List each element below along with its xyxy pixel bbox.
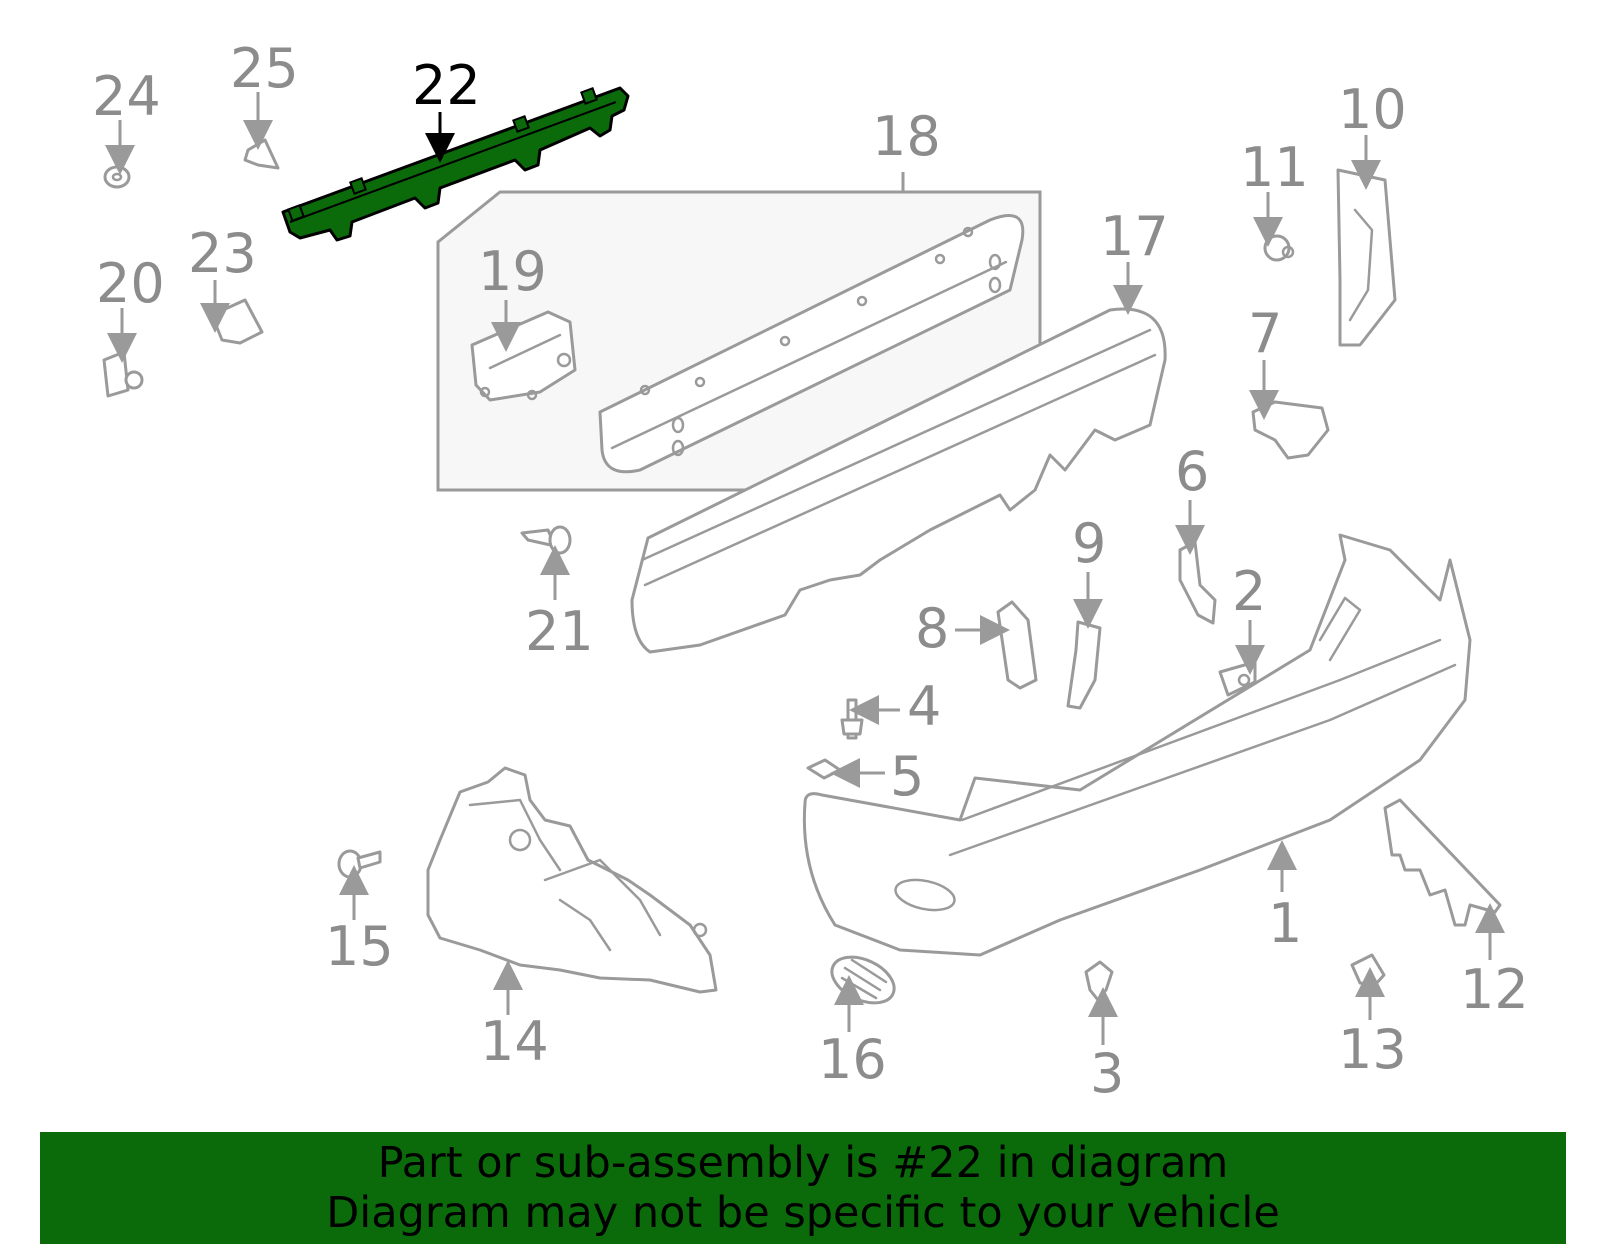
part-21-screw	[520, 525, 572, 555]
callout-labels: 1 2 3 4 5 6 7 8 9 10 11 12 13 14 15 16 1…	[92, 37, 1529, 1105]
callout-19: 19	[478, 240, 547, 303]
callout-21: 21	[525, 600, 594, 663]
part-16-grille	[830, 955, 896, 1005]
part-1-bumper-cover	[802, 533, 1472, 957]
part-24-nut	[103, 165, 131, 189]
part-3-clip	[1084, 960, 1114, 1002]
callout-4: 4	[907, 675, 941, 738]
banner-line-1: Part or sub-assembly is #22 in diagram	[377, 1138, 1229, 1188]
info-banner: Part or sub-assembly is #22 in diagram D…	[40, 1132, 1566, 1244]
part-14-liner	[426, 766, 718, 994]
callout-18: 18	[872, 105, 941, 168]
leader-lines	[105, 92, 1505, 1045]
callout-16: 16	[818, 1028, 887, 1091]
part-17-absorber	[630, 307, 1167, 654]
callout-5: 5	[890, 745, 924, 808]
part-18-reinforcement	[598, 214, 1025, 474]
part-15-screw	[337, 849, 382, 879]
part-6-bracket	[1178, 540, 1217, 625]
callout-23: 23	[188, 222, 257, 285]
part-20-nut	[102, 350, 144, 398]
callout-11: 11	[1240, 136, 1309, 199]
callout-7: 7	[1248, 302, 1282, 365]
callout-6: 6	[1175, 440, 1209, 503]
part-8-bracket	[996, 600, 1038, 690]
callout-12: 12	[1460, 958, 1529, 1021]
callout-2: 2	[1232, 560, 1266, 623]
part-23-clip	[210, 298, 264, 345]
callout-8: 8	[915, 597, 949, 660]
callout-9: 9	[1072, 512, 1106, 575]
callout-3: 3	[1090, 1042, 1124, 1105]
part-13-clip	[1350, 953, 1386, 987]
callout-1: 1	[1268, 892, 1302, 955]
part-5-clip	[806, 758, 842, 780]
callout-17: 17	[1100, 205, 1169, 268]
part-9-bracket	[1066, 620, 1102, 710]
part-4-pin	[840, 698, 864, 740]
banner-line-2: Diagram may not be specific to your vehi…	[326, 1188, 1280, 1238]
callout-14: 14	[480, 1010, 549, 1073]
part-11-clip	[1263, 234, 1295, 262]
callout-10: 10	[1338, 78, 1407, 141]
part-12-bracket	[1383, 798, 1502, 927]
part-25-clip	[243, 138, 280, 170]
callout-25: 25	[230, 37, 299, 100]
callout-15: 15	[325, 915, 394, 978]
callout-13: 13	[1338, 1018, 1407, 1081]
part-10-bracket	[1336, 168, 1397, 347]
callout-20: 20	[96, 252, 165, 315]
callout-22: 22	[412, 54, 481, 117]
callout-24: 24	[92, 65, 161, 128]
part-7-bracket	[1251, 400, 1330, 460]
